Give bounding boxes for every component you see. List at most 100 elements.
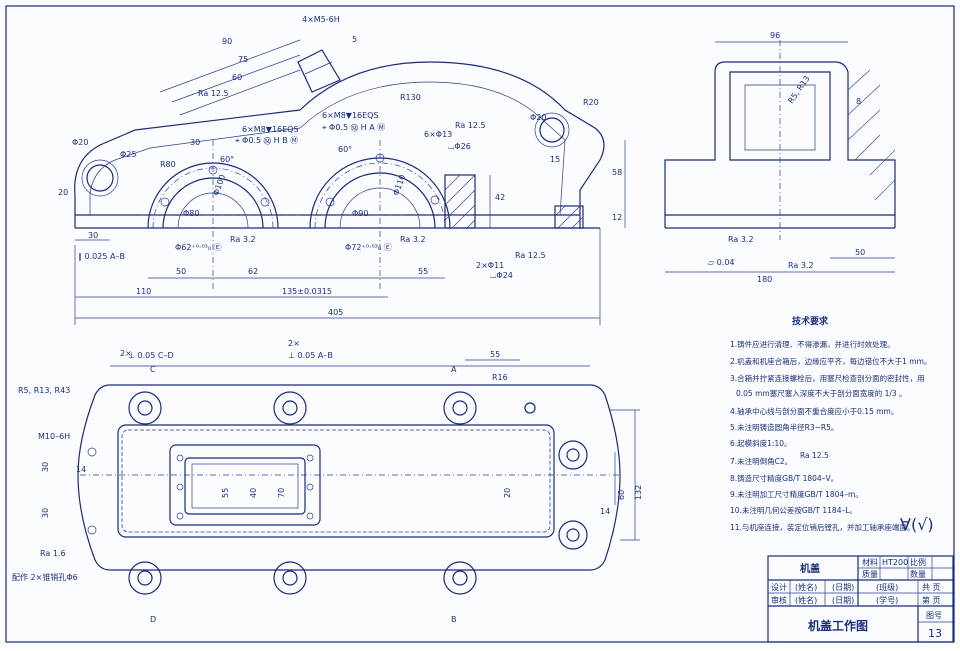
holes-label-3-cb: ⌴Φ26	[448, 142, 471, 151]
datum-b: B	[451, 615, 457, 624]
tb-sheets-total: 共 页	[922, 583, 941, 592]
dim-62: 62	[248, 267, 258, 276]
top-pin-note: 配作 2×锥销孔Φ6	[12, 572, 78, 582]
top-dim-r16: R16	[492, 373, 508, 382]
tb-review-name: (姓名)	[795, 595, 817, 605]
dim-phi25: Φ25	[120, 150, 136, 159]
bore-1-tolerance: Φ62⁺⁰·⁰³₀ Ⓔ	[175, 243, 222, 252]
top-dim-14-right: 14	[600, 507, 610, 516]
tb-design-name: (姓名)	[795, 582, 817, 592]
tech-req-item7-ra: Ra 12.5	[800, 451, 829, 460]
tb-sheet-no: 第 页	[922, 595, 941, 605]
top-thread-m10: M10–6H	[38, 432, 70, 441]
tech-req-item: 10.未注明几何公差按GB/T 1184–L。	[730, 505, 857, 515]
tb-material-label: 材料	[862, 557, 878, 567]
tech-req-item: 6.起模斜度1:10。	[730, 438, 792, 448]
top-dim-20: 20	[503, 488, 512, 498]
tb-review-date: (日期)	[832, 596, 854, 605]
ra-holes-3: Ra 12.5	[455, 121, 486, 130]
dim-phi90: Φ90	[352, 209, 368, 218]
side-view: 96 R5, R13 8 Ra 3.2 ▱ 0.04 180 Ra 3.2 50	[664, 31, 896, 284]
dim-42: 42	[495, 193, 505, 202]
sheet-border	[5, 5, 955, 643]
perp-left-count: 2×	[120, 349, 132, 358]
parallelism-frame: ∥ 0.025 A–B	[78, 252, 125, 261]
top-dim-40: 40	[249, 488, 258, 498]
tech-req-item: 4.轴承中心线与剖分面不重合度应小于0.15 mm。	[730, 406, 898, 416]
tb-fig-label: 图号	[926, 611, 942, 620]
tech-requirements: 技术要求 1.铸件应进行清理、不得渗漏，并进行时效处理。 2.机盖和机座合箱后，…	[730, 315, 934, 534]
top-dim-55: 55	[490, 350, 500, 359]
top-dim-70: 70	[277, 488, 286, 498]
datum-d: D	[150, 615, 156, 624]
ra-top: Ra 12.5	[198, 89, 229, 98]
tech-req-item: 9.未注明加工尺寸精度GB/T 1804–m。	[730, 489, 863, 499]
top-dim-30-a: 30	[41, 462, 50, 472]
top-dim-14-left: 14	[76, 465, 86, 474]
tech-req-item: 5.未注明铸造圆角半径R3~R5。	[730, 422, 838, 432]
ra-bore-1: Ra 3.2	[230, 235, 256, 244]
tb-review-label: 审核	[771, 595, 787, 605]
side-dim-r5-r13: R5, R13	[786, 74, 811, 105]
tech-req-item: 0.05 mm塞尺塞入深度不大于剖分面宽度的 1/3 。	[736, 388, 907, 398]
side-dim-180: 180	[757, 275, 772, 284]
dim-20-left: 20	[58, 188, 68, 197]
tech-req-item: 11.与机座连接，装定位销后镗孔，并加工轴承座端面。	[730, 522, 914, 532]
top-ra-16: Ra 1.6	[40, 549, 66, 558]
top-dim-30-b: 30	[41, 508, 50, 518]
dim-75: 75	[238, 55, 248, 64]
tb-design-date: (日期)	[832, 583, 854, 592]
ra-holes-4: Ra 12.5	[515, 251, 546, 260]
side-dim-96: 96	[770, 31, 780, 40]
holes-label-4-cb: ⌴Φ24	[490, 271, 513, 280]
datum-c: C	[150, 365, 156, 374]
tech-req-item: 2.机盖和机座合箱后，边缘应平齐，每边错位不大于1 mm。	[730, 356, 931, 366]
angle-60-1: 60°	[220, 155, 234, 164]
tech-req-item: 8.铸造尺寸精度GB/T 1804–V。	[730, 473, 838, 483]
dim-50: 50	[176, 267, 186, 276]
perp-right-frame: ⊥ 0.05 A–B	[288, 351, 333, 360]
dim-r80: R80	[160, 160, 176, 169]
dim-15: 15	[550, 155, 560, 164]
dim-110: 110	[136, 287, 151, 296]
dim-405: 405	[328, 308, 343, 317]
holes-label-4: 2×Φ11	[476, 261, 504, 270]
front-view: 90 75 60 5 4×M5-6H Ra 12.5 R130 R80 Φ20 …	[58, 15, 626, 325]
datum-a: A	[451, 365, 457, 374]
tech-req-item: 3.合箱并拧紧连接螺栓后，用塞尺检查剖分面的密封性，用	[730, 373, 925, 383]
dim-phi100: Φ100	[211, 173, 227, 196]
dim-phi80: Φ80	[183, 209, 199, 218]
tb-class-label: (班级)	[876, 582, 898, 592]
holes-label-1: 6×M8▼16EQS	[242, 125, 299, 134]
dim-r130: R130	[400, 93, 421, 102]
dim-90: 90	[222, 37, 232, 46]
side-flatness: ▱ 0.04	[708, 258, 735, 267]
tb-drawing-title: 机盖工作图	[808, 618, 868, 633]
tb-scale-label: 比例	[910, 557, 926, 567]
title-block: 机盖 材料 HT200 比例 质量 数量 设计 (姓名) (日期) (班级) 共…	[767, 555, 954, 643]
tech-req-item: 1.铸件应进行清理、不得渗漏，并进行时效处理。	[730, 339, 895, 349]
bore-2-tolerance: Φ72⁺⁰·⁰³₀ Ⓔ	[345, 243, 392, 252]
tb-qty-label: 数量	[910, 569, 926, 579]
tb-weight-label: 质量	[862, 569, 878, 579]
tb-material-value: HT200	[882, 558, 908, 567]
tb-design-label: 设计	[771, 582, 787, 592]
dim-55: 55	[418, 267, 428, 276]
perp-right-count: 2×	[288, 339, 300, 348]
thread-top: 4×M5-6H	[302, 15, 340, 24]
tolerance-frame-1: ⌖ Φ0.5 Ⓜ H B Ⓜ	[235, 136, 298, 145]
dim-30-top: 30	[190, 138, 200, 147]
dim-58: 58	[612, 168, 622, 177]
side-dim-8: 8	[856, 97, 861, 106]
tb-fig-no: 13	[928, 627, 942, 640]
dim-30-bottom: 30	[88, 231, 98, 240]
dim-phi110: Φ110	[391, 173, 407, 196]
dim-r20-right: R20	[583, 98, 599, 107]
top-dim-132: 132	[634, 485, 643, 500]
top-dim-55-inner: 55	[221, 488, 230, 498]
side-dim-50: 50	[855, 248, 865, 257]
tb-id-label: (学号)	[876, 595, 898, 605]
side-ra-32-b: Ra 3.2	[788, 261, 814, 270]
